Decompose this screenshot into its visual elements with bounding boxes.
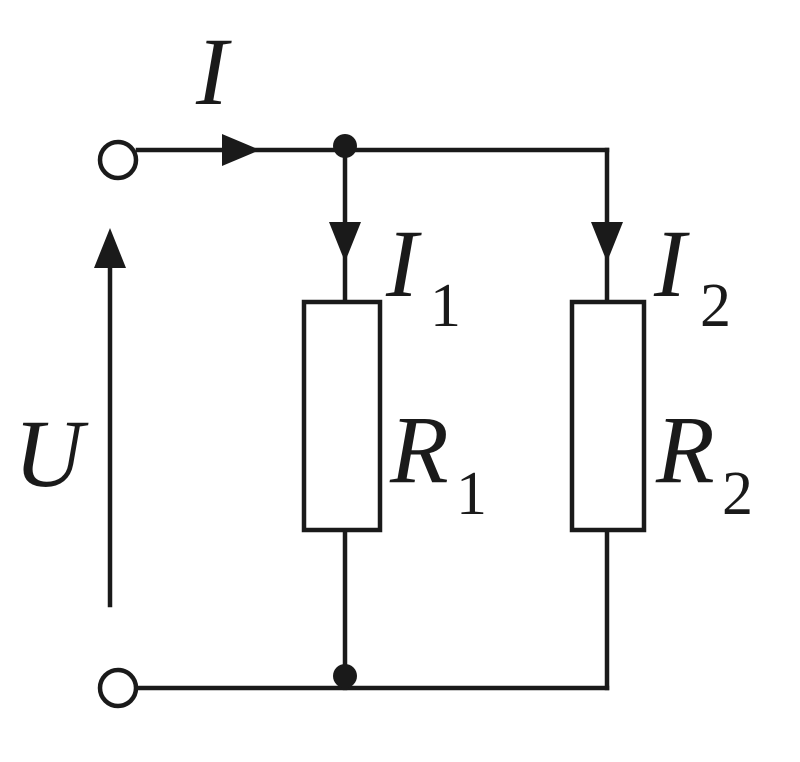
label-current-branch1: I: [385, 210, 422, 317]
current-i1-arrow-icon: [329, 222, 361, 262]
resistor-r2: [569, 299, 647, 533]
label-current-total: I: [195, 18, 232, 125]
label-resistor1: R: [389, 396, 449, 503]
resistor-r1: [301, 299, 383, 533]
bottom-terminal: [97, 667, 139, 709]
current-i2-arrow-icon: [591, 222, 623, 262]
current-i-arrow-icon: [222, 134, 260, 166]
top-junction-node: [333, 134, 357, 158]
voltage-u-arrow-icon: [94, 228, 126, 268]
label-current-branch2-sub: 2: [700, 272, 731, 340]
bottom-junction-node: [333, 664, 357, 688]
label-resistor2-sub: 2: [722, 460, 753, 528]
label-resistor2: R: [655, 396, 715, 503]
label-voltage: U: [14, 400, 89, 507]
label-current-branch2: I: [653, 210, 690, 317]
top-terminal: [97, 139, 139, 181]
label-resistor1-sub: 1: [456, 460, 487, 528]
label-current-branch1-sub: 1: [430, 272, 461, 340]
